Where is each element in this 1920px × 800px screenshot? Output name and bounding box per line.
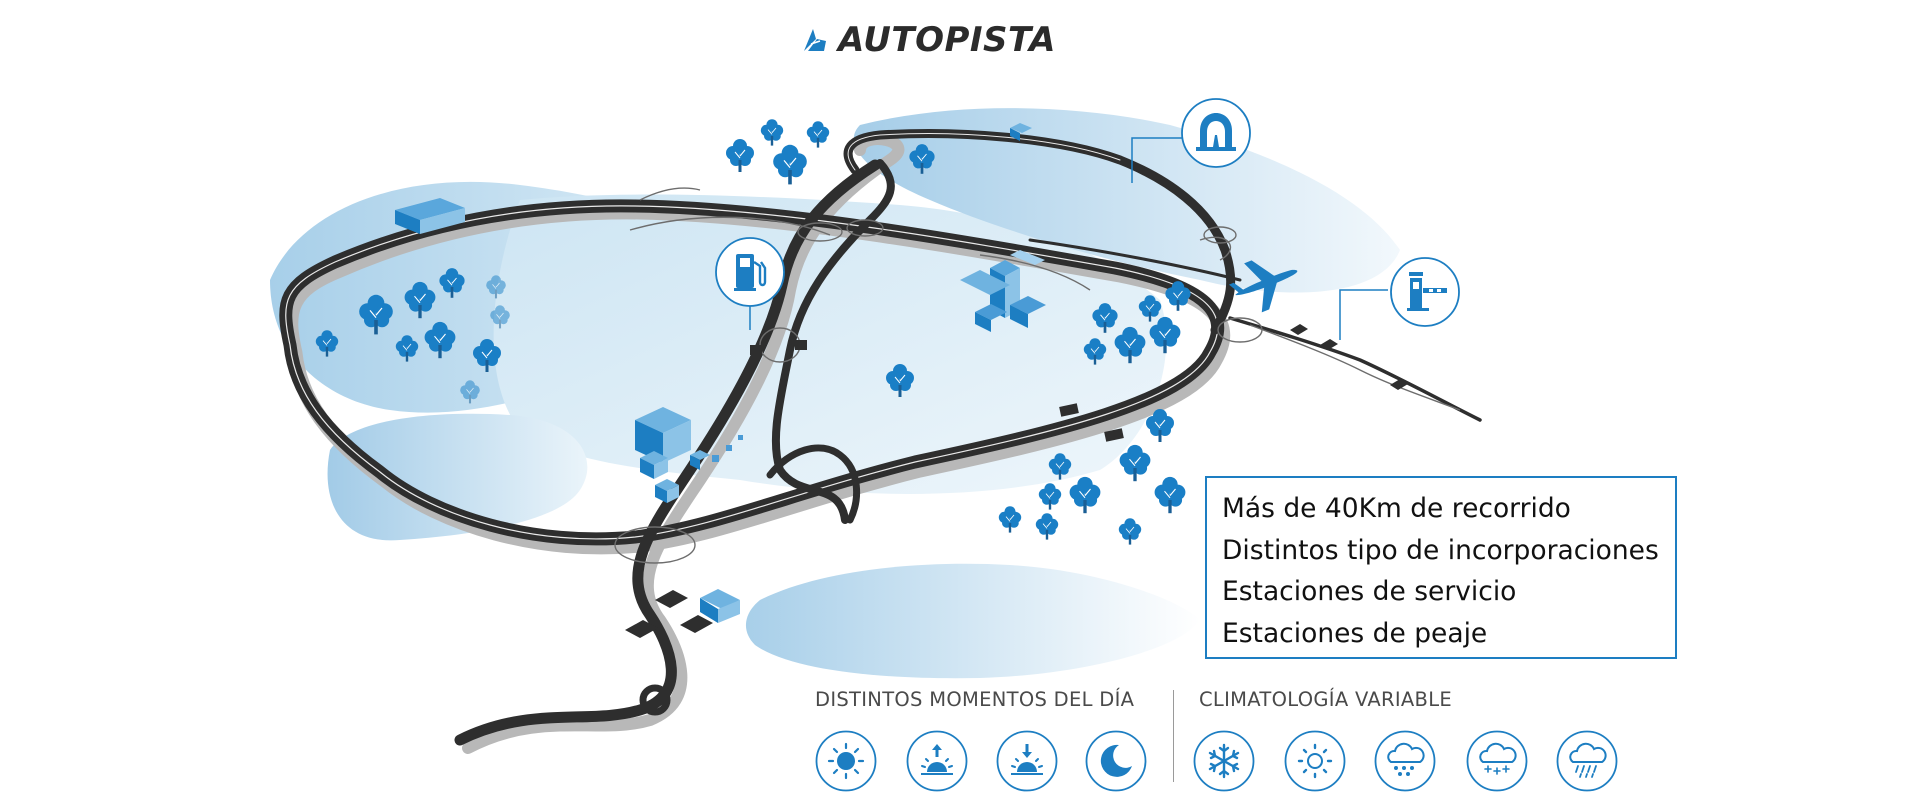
blue-buildings (395, 123, 1046, 623)
tree-icon (315, 330, 339, 357)
tree-icon (404, 281, 436, 319)
ring-road (279, 199, 1225, 546)
northern-loop (843, 129, 1236, 335)
day-moments-label: DISTINTOS MOMENTOS DEL DÍA (815, 688, 1135, 711)
weather-label: CLIMATOLOGÍA VARIABLE (1199, 688, 1452, 711)
moon-icon (1085, 730, 1147, 792)
east-spur (1028, 238, 1482, 422)
tree-icon (1038, 483, 1062, 510)
snow-cloud-icon (1466, 730, 1528, 792)
tree-icon (359, 294, 393, 335)
header: AUTOPISTA (800, 16, 1056, 64)
section-divider (1173, 690, 1174, 782)
feature-item: Distintos tipo de incorporaciones (1222, 534, 1659, 566)
tree-icon (1119, 444, 1151, 482)
tree-icon (806, 121, 830, 148)
tree-icon (1118, 518, 1142, 545)
tree-icon (1035, 513, 1059, 540)
area-top-right (853, 108, 1400, 293)
tree-icon (1048, 453, 1072, 480)
sun-icon (815, 730, 877, 792)
sunrise-icon (906, 730, 968, 792)
factory-building (395, 198, 465, 234)
tree-icon (486, 275, 506, 299)
tunnel-icon (1181, 98, 1251, 168)
tree-icon (439, 268, 465, 298)
toll-booth-icon (1390, 257, 1460, 327)
tree-icon (473, 339, 501, 372)
tree-icon (1149, 316, 1181, 354)
autopista-logo-icon (804, 29, 826, 51)
tree-icon (1083, 338, 1107, 365)
tree-icon (773, 144, 807, 185)
fuel-station-icon (715, 237, 785, 307)
tree-icon (1069, 476, 1101, 514)
tree-icon (909, 144, 935, 174)
area-bottom-left (327, 413, 588, 541)
dark-buildings (439, 217, 1408, 638)
tree-icon (395, 335, 419, 362)
feature-item: Más de 40Km de recorrido (1222, 493, 1571, 524)
office-tower (960, 250, 1046, 332)
blue-house (700, 589, 740, 623)
tree-icon (1146, 409, 1174, 442)
tree-icon (1092, 303, 1118, 333)
features-box: Más de 40Km de recorrido Distintos tipo … (1205, 476, 1677, 659)
tree-icon (1165, 281, 1191, 311)
tree-icon (1138, 295, 1162, 322)
tree-icon (460, 380, 480, 404)
hail-cloud-icon (1374, 730, 1436, 792)
sunset-icon (996, 730, 1058, 792)
area-bottom-right (745, 563, 1200, 679)
rain-cloud-icon (1556, 730, 1618, 792)
tree-icon (1114, 326, 1146, 364)
tree-icon (490, 305, 510, 329)
tree-icon (424, 321, 456, 359)
tree-icon (886, 364, 914, 397)
cube-cluster (635, 407, 743, 503)
tree-icon (1154, 476, 1186, 514)
page-title: AUTOPISTA (838, 20, 1056, 60)
trees (315, 119, 1191, 545)
feature-item: Estaciones de peaje (1222, 617, 1488, 649)
tree-icon (998, 506, 1022, 533)
tree-icon (760, 119, 784, 146)
fog-icon (1284, 730, 1346, 792)
tree-icon (726, 139, 754, 172)
snowflake-icon (1193, 730, 1255, 792)
feature-item: Estaciones de servicio (1222, 576, 1517, 607)
airplane-icon (1228, 260, 1298, 313)
side-roads (614, 187, 1461, 716)
small-blue-block (1010, 123, 1032, 141)
